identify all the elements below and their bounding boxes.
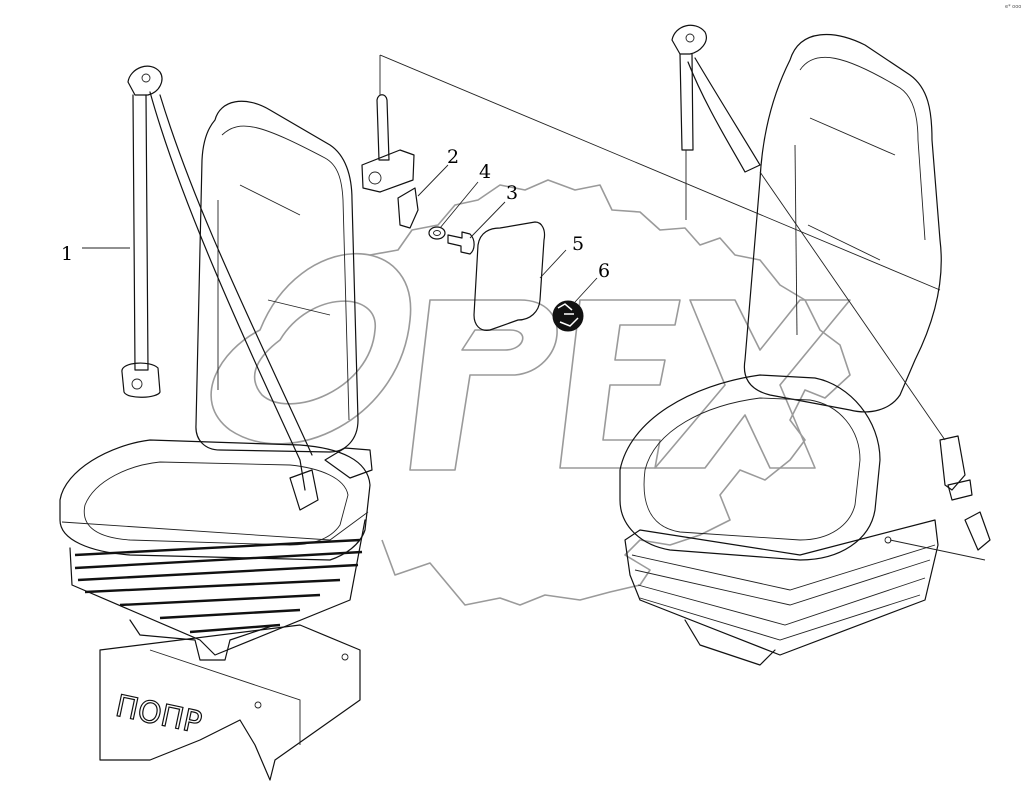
exploded-parts — [361, 54, 941, 332]
right-seatbelt — [671, 24, 991, 551]
callout-1: 1 — [61, 243, 73, 265]
left-seat-cushion — [59, 439, 371, 561]
callout-5: 5 — [572, 233, 584, 255]
callout-6: 6 — [598, 260, 610, 282]
leader-5 — [539, 249, 567, 279]
right-seat-cushion — [619, 374, 881, 561]
mount-stamp-text: ПОПР — [112, 689, 204, 741]
callout-2: 2 — [447, 146, 459, 168]
watermark-letter-x — [654, 299, 851, 469]
part-5-cover — [473, 221, 546, 331]
right-seat-backrest — [743, 33, 942, 413]
leader-2 — [417, 164, 449, 197]
mount-bracket — [361, 149, 415, 193]
corner-mark: e* ooo — [1005, 4, 1021, 10]
left-seat-suspension — [69, 519, 366, 661]
leader-6 — [574, 277, 598, 303]
callouts: 1 2 3 4 5 6 — [61, 146, 610, 303]
leader-3 — [469, 201, 506, 239]
watermark-letter-p — [409, 299, 558, 471]
left-seatbelt — [121, 65, 319, 511]
left-seat-assembly: ПОПР — [59, 65, 373, 781]
right-seat-base — [624, 519, 939, 656]
leader-4 — [439, 181, 479, 229]
right-seat-assembly — [619, 24, 991, 666]
watermark-letter-o — [210, 252, 412, 445]
callout-4: 4 — [479, 161, 491, 183]
part-6-knob — [552, 300, 584, 332]
watermark-gear-outline — [369, 179, 851, 606]
pin — [376, 94, 390, 161]
left-seat-backrest — [195, 100, 359, 453]
part-2-clip — [397, 187, 419, 229]
part-3-bolt — [447, 231, 475, 255]
callout-3: 3 — [506, 182, 518, 204]
part-4-washer — [428, 226, 446, 240]
left-seat-mount-block — [99, 624, 361, 781]
